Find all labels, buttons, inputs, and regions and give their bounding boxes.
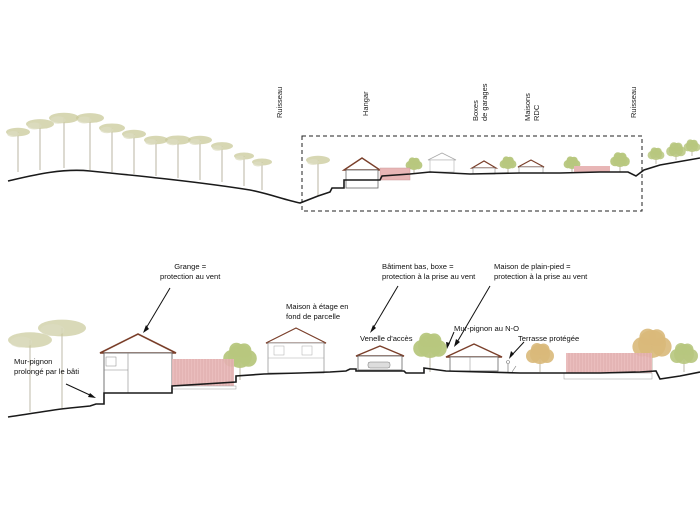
umbrella-pine-tree: [26, 119, 54, 170]
terrace-figure: [506, 360, 517, 373]
label-maisons-rdc: Maisons RDC: [523, 93, 541, 121]
annotation-grange: Grange = protection au vent: [160, 262, 220, 281]
pink-fence-grange: [171, 359, 237, 390]
umbrella-pine-tree: [6, 127, 30, 172]
annotation-batiment-bas: Bâtiment bas, boxe = protection à la pri…: [382, 262, 475, 281]
annotation-maison-plain-pied: Maison de plain-pied = protection à la p…: [494, 262, 587, 281]
annotation-mur-pignon-no-line1: Mur-pignon au N-O: [454, 324, 519, 333]
green-tree: [563, 156, 581, 173]
arrow-batiment-bas-head: [370, 325, 376, 333]
orange-tree: [632, 328, 672, 370]
annotation-maison-plain-pied-line1: Maison de plain-pied =: [494, 262, 571, 271]
umbrella-pine-tree: [8, 332, 52, 412]
annotation-mur-pignon-bati-line2: prolongé par le bâti: [14, 366, 80, 376]
green-tree: [670, 343, 698, 372]
umbrella-pine-tree: [188, 135, 212, 180]
arrow-mur-pignon-bati: [65, 383, 93, 397]
label-ruisseau-right: Ruisseau: [629, 86, 638, 118]
label-ruisseau-left: Ruisseau: [275, 86, 284, 118]
orange-tree: [526, 343, 554, 372]
annotation-grange-line1: Grange =: [174, 262, 207, 271]
arrow-grange: [144, 287, 171, 331]
annotation-terrasse-line1: Terrasse protégée: [518, 334, 580, 343]
annotation-terrasse: Terrasse protégée: [518, 334, 579, 344]
arrow-maison-plain-pied: [455, 285, 491, 345]
top-tree-row: [6, 112, 700, 196]
top-ground-line: [7, 157, 700, 204]
green-tree: [610, 152, 630, 172]
green-tree: [683, 139, 700, 156]
annotation-arrows: [65, 285, 525, 398]
car: [367, 361, 391, 369]
umbrella-pine-tree: [252, 158, 272, 190]
annotation-batiment-bas-line2: protection à la prise au vent: [382, 271, 476, 281]
garage-box-building: [355, 345, 405, 371]
white-house-small: [427, 152, 457, 173]
label-boxes-line2: de garages: [479, 83, 489, 121]
annotation-venelle-line1: Venelle d'accès: [360, 334, 413, 343]
green-tree: [499, 156, 517, 173]
annotation-maison-etage-line1: Maison à étage en: [286, 302, 349, 311]
label-hangar: Hangar: [361, 91, 370, 116]
arrow-mur-pignon-bati-head: [88, 393, 96, 398]
umbrella-pine-tree: [211, 142, 233, 182]
green-tree: [413, 332, 447, 372]
arrow-maison-plain-pied-head: [454, 339, 460, 347]
green-tree: [666, 142, 686, 160]
hangar-building: [341, 157, 411, 189]
arrow-grange-head: [143, 325, 149, 333]
annotation-maison-etage: Maison à étage en fond de parcelle: [286, 302, 348, 321]
maison-etage-building: [265, 327, 327, 374]
label-boxes-de-garages: Boxes de garages: [471, 83, 489, 121]
umbrella-pine-tree: [76, 113, 104, 170]
green-tree: [647, 147, 665, 164]
annotation-maison-etage-line2: fond de parcelle: [286, 311, 341, 321]
garage-boxes: [469, 160, 499, 175]
umbrella-pine-tree: [38, 319, 86, 408]
label-maisons-line2: RDC: [531, 104, 541, 121]
bottom-section: [7, 285, 700, 418]
top-section: [6, 112, 700, 212]
pink-fence-top: [574, 166, 610, 172]
umbrella-pine-tree: [122, 129, 146, 174]
annotation-grange-line2: protection au vent: [160, 271, 221, 281]
arrow-terrasse-head: [509, 351, 514, 359]
annotation-mur-pignon-no: Mur-pignon au N-O: [454, 324, 519, 334]
maisons-rdc: [517, 159, 545, 174]
umbrella-pine-tree: [99, 123, 125, 172]
umbrella-pine-tree: [165, 135, 191, 178]
umbrella-pine-tree: [234, 152, 254, 186]
arrow-mur-pignon-no-head: [446, 342, 450, 349]
annotation-venelle: Venelle d'accès: [360, 334, 413, 344]
umbrella-pine-tree: [144, 135, 168, 176]
umbrella-pine-tree: [306, 155, 330, 196]
green-tree: [405, 157, 423, 174]
grange-building: [99, 333, 177, 394]
focus-dashed-frame: [301, 135, 643, 212]
annotation-mur-pignon-bati: Mur-pignon prolongé par le bâti: [14, 357, 79, 376]
pink-fence-right: [563, 353, 653, 380]
arrow-batiment-bas: [371, 285, 399, 331]
annotation-batiment-bas-line1: Bâtiment bas, boxe =: [382, 262, 454, 271]
umbrella-pine-tree: [49, 112, 79, 168]
maison-plain-pied-building: [445, 343, 503, 372]
annotation-maison-plain-pied-line2: protection à la prise au vent: [494, 271, 588, 281]
annotation-mur-pignon-bati-line1: Mur-pignon: [14, 357, 53, 366]
bottom-ground-line: [7, 367, 700, 418]
